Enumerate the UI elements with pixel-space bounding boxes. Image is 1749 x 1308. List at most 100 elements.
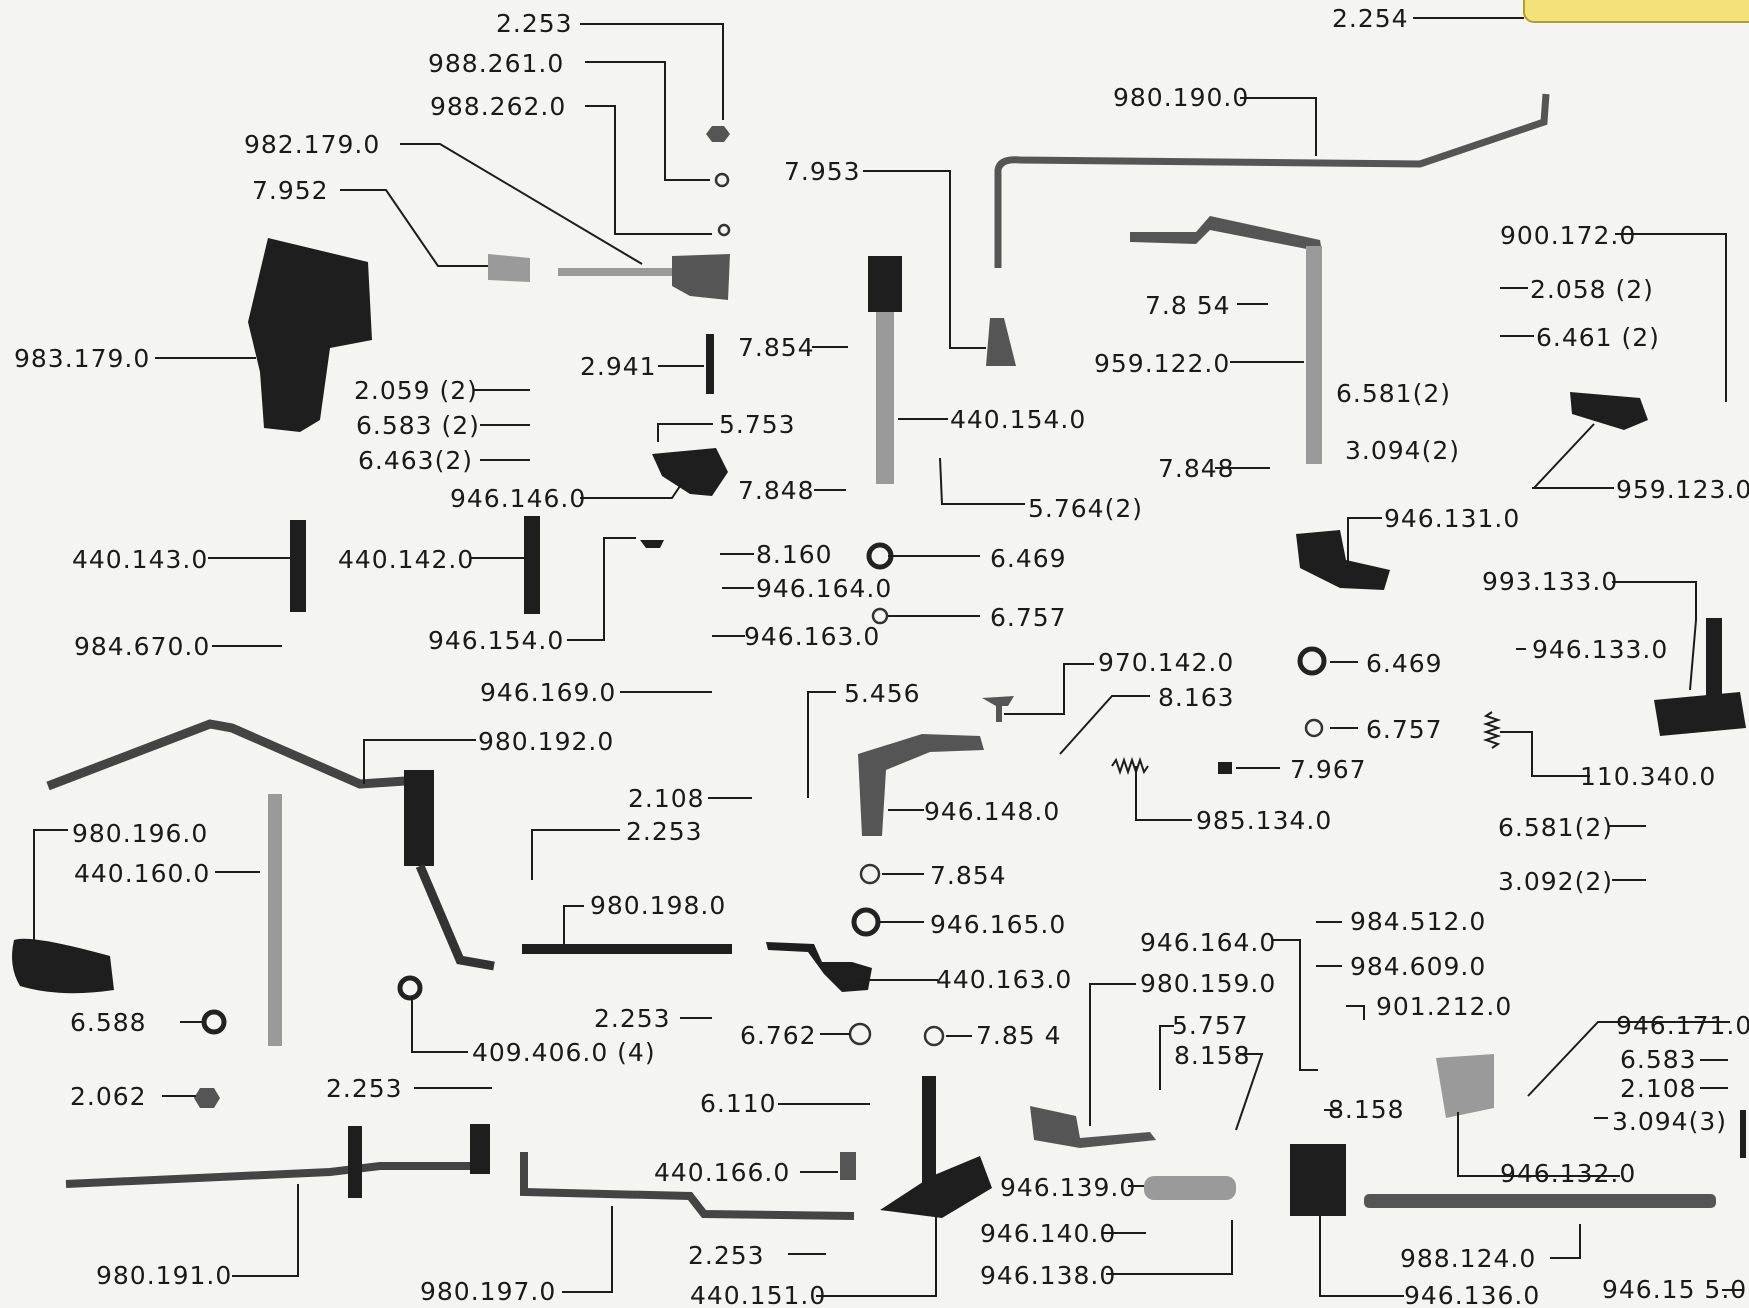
part-6-757-a	[871, 607, 889, 625]
label-959-122-0: 959.122.0	[1094, 349, 1230, 378]
label-2-108-a: 2.108	[628, 784, 705, 813]
part-970-142-0	[982, 696, 1014, 722]
part-980-159-0	[1030, 1106, 1156, 1148]
label-440-142-0: 440.142.0	[338, 545, 474, 574]
part-985-134-0	[1111, 756, 1149, 776]
label-983-179-0: 983.179.0	[14, 344, 150, 373]
label-946-155-0: 946.15 5.0	[1602, 1275, 1747, 1304]
label-7-854-b: 7.854	[930, 861, 1007, 890]
label-982-179-0: 982.179.0	[244, 130, 380, 159]
part-946-165-0	[851, 907, 881, 937]
part-980-192-0	[46, 719, 421, 791]
label-6-588: 6.588	[70, 1008, 147, 1037]
part-440-151-0	[880, 1156, 992, 1218]
part-7-854-b	[859, 863, 881, 885]
label-409-406-0: 409.406.0 (4)	[472, 1038, 656, 1067]
label-988-261-0: 988.261.0	[428, 49, 564, 78]
part-440-163-0	[766, 942, 872, 992]
label-946-164-0-a: 946.164.0	[756, 574, 892, 603]
part-959-122-0-arm	[1130, 216, 1322, 252]
label-946-139-0: 946.139.0	[1000, 1173, 1136, 1202]
part-7-854-c	[923, 1025, 945, 1047]
label-3-094-3: 3.094(3)	[1612, 1107, 1727, 1136]
part-980-192-0-arm	[415, 864, 495, 971]
label-3-092: 3.092(2)	[1498, 867, 1613, 896]
label-6-469-b: 6.469	[1366, 649, 1443, 678]
label-440-151-0: 440.151.0	[690, 1281, 826, 1308]
label-946-136-0: 946.136.0	[1404, 1281, 1540, 1308]
label-2-058: 2.058 (2)	[1530, 275, 1654, 304]
label-946-148-0: 946.148.0	[924, 797, 1060, 826]
part-946-132-0	[1436, 1054, 1494, 1118]
label-7-967: 7.967	[1290, 755, 1367, 784]
label-980-190-0: 980.190.0	[1113, 83, 1249, 112]
label-6-463: 6.463(2)	[358, 446, 473, 475]
label-8-158-b: 8.158	[1328, 1095, 1405, 1124]
part-6-588	[201, 1009, 227, 1035]
label-970-142-0: 970.142.0	[1098, 648, 1234, 677]
label-2-253-d: 2.253	[326, 1074, 403, 1103]
label-984-512-0: 984.512.0	[1350, 907, 1486, 936]
part-440-151-0-shaft	[922, 1076, 936, 1198]
part-440-154-0	[876, 312, 894, 484]
part-2-941	[706, 334, 714, 394]
label-980-198-0: 980.198.0	[590, 891, 726, 920]
label-440-154-0: 440.154.0	[950, 405, 1086, 434]
label-5-764: 5.764(2)	[1028, 494, 1143, 523]
label-6-110: 6.110	[700, 1089, 777, 1118]
label-7-854-c: 7.85 4	[976, 1021, 1062, 1050]
label-6-581-a: 6.581(2)	[1336, 379, 1451, 408]
yellow-tag	[1523, 0, 1749, 23]
label-901-212-0: 901.212.0	[1376, 992, 1512, 1021]
label-440-163-0: 440.163.0	[936, 965, 1072, 994]
label-980-196-0: 980.196.0	[72, 819, 208, 848]
part-988-124-0	[1364, 1194, 1716, 1208]
part-980-191-0	[65, 1162, 490, 1188]
part-959-123-0	[1570, 392, 1648, 430]
part-946-139-0	[1144, 1176, 1236, 1200]
part-946-136-0	[1290, 1144, 1346, 1216]
part-440-166-0	[840, 1152, 856, 1180]
label-946-146-0: 946.146.0	[450, 484, 586, 513]
label-5-753: 5.753	[719, 410, 796, 439]
label-8-158-a: 8.158	[1174, 1041, 1251, 1070]
label-440-143-0: 440.143.0	[72, 545, 208, 574]
label-984-670-0: 984.670.0	[74, 632, 210, 661]
part-6-469-b	[1297, 646, 1327, 676]
label-946-138-0: 946.138.0	[980, 1261, 1116, 1290]
label-946-131-0: 946.131.0	[1384, 504, 1520, 533]
label-2-254: 2.254	[1332, 4, 1409, 33]
label-6-757-b: 6.757	[1366, 715, 1443, 744]
part-946-131-0	[1296, 530, 1390, 590]
label-5-456: 5.456	[844, 679, 921, 708]
label-980-192-0: 980.192.0	[478, 727, 614, 756]
label-984-609-0: 984.609.0	[1350, 952, 1486, 981]
part-988-262-0	[717, 223, 731, 237]
label-980-197-0: 980.197.0	[420, 1277, 556, 1306]
label-440-166-0: 440.166.0	[654, 1158, 790, 1187]
label-946-132-0: 946.132.0	[1500, 1159, 1636, 1188]
part-6-757-b	[1304, 718, 1324, 738]
label-946-164-0-b: 946.164.0	[1140, 928, 1276, 957]
label-5-757: 5.757	[1172, 1011, 1249, 1040]
part-440-142-0	[524, 516, 540, 614]
label-6-581-b: 6.581(2)	[1498, 813, 1613, 842]
label-7-848-b: 7.848	[1158, 454, 1235, 483]
label-985-134-0: 985.134.0	[1196, 806, 1332, 835]
part-980-196-0	[12, 938, 114, 994]
part-440-160-0	[268, 794, 282, 1046]
part-982-179-0	[558, 268, 678, 276]
label-7-848-a: 7.848	[738, 476, 815, 505]
label-946-163-0: 946.163.0	[744, 622, 880, 651]
part-labels: 2.253 988.261.0 988.262.0 982.179.0 7.95…	[14, 4, 1749, 1308]
label-8-163: 8.163	[1158, 683, 1235, 712]
label-2-059: 2.059 (2)	[354, 376, 478, 405]
part-982-179-0-fork	[672, 254, 730, 300]
label-6-762: 6.762	[740, 1021, 817, 1050]
label-946-169-0: 946.169.0	[480, 678, 616, 707]
label-8-160: 8.160	[756, 540, 833, 569]
part-7-967	[1218, 762, 1232, 774]
label-946-171-0: 946.171.0	[1616, 1011, 1749, 1040]
label-980-191-0: 980.191.0	[96, 1261, 232, 1290]
